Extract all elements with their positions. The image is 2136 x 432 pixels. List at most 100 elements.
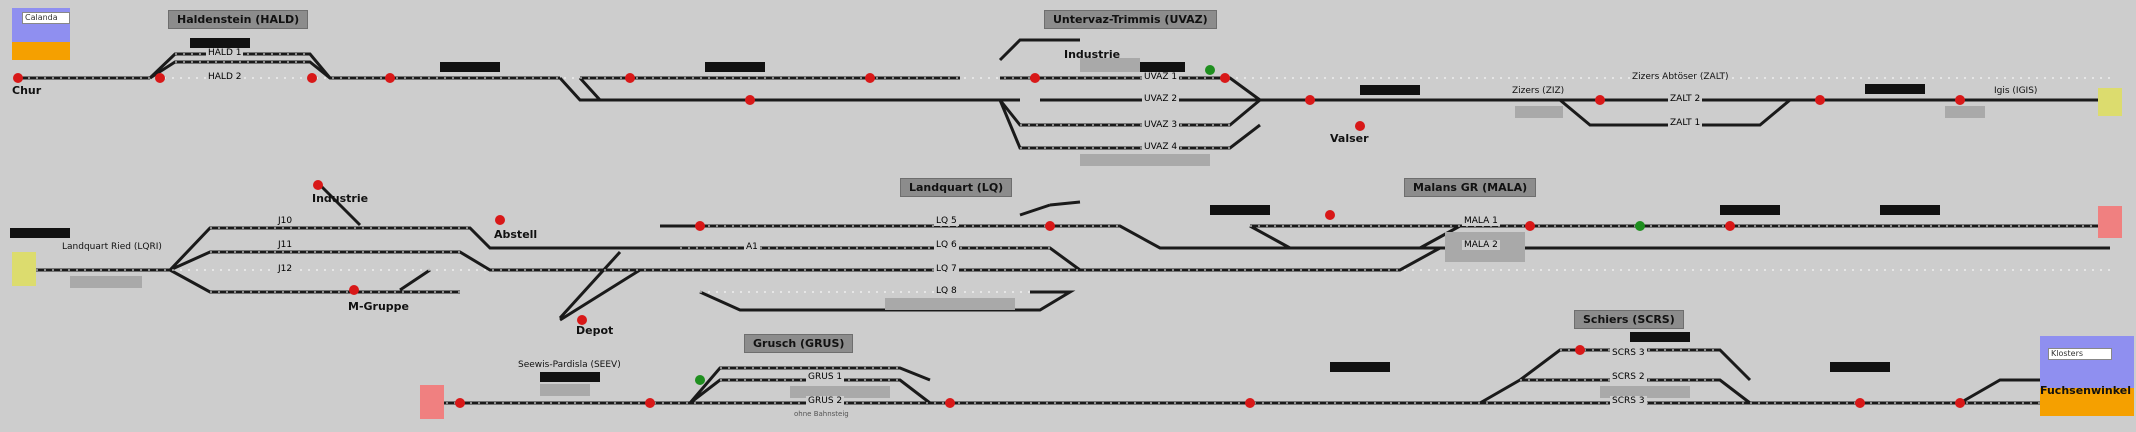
signal-red-icon [1525, 221, 1535, 231]
signal-red-icon [1030, 73, 1040, 83]
endpoint-igis [2098, 88, 2122, 116]
calanda-box: Calanda [12, 8, 70, 60]
calanda-label[interactable]: Calanda [22, 12, 70, 24]
endpoint-lqri [12, 252, 36, 286]
track-hald2: HALD 2 [206, 72, 244, 82]
label-ziz: Zizers (ZIZ) [1512, 86, 1565, 96]
label-ohne-bahnsteig: ohne Bahnsteig [794, 410, 849, 418]
signal-red-icon [1305, 95, 1315, 105]
signal-red-icon [385, 73, 395, 83]
signal-red-icon [577, 315, 587, 325]
signal-red-icon [1955, 95, 1965, 105]
axle-counter-block [1210, 205, 1270, 215]
signal-red-icon [1855, 398, 1865, 408]
track-mala2: MALA 2 [1462, 240, 1500, 250]
platform-uvaz [1080, 154, 1210, 166]
signal-red-icon [695, 221, 705, 231]
platform-seev [540, 384, 590, 396]
station-uvaz: Untervaz-Trimmis (UVAZ) [1044, 10, 1217, 29]
signal-group [13, 65, 1965, 408]
track-grus2: GRUS 2 [806, 396, 845, 406]
signal-red-icon [865, 73, 875, 83]
signal-red-icon [745, 95, 755, 105]
track-j11: J11 [276, 240, 295, 250]
station-mala: Malans GR (MALA) [1404, 178, 1537, 197]
platform-industrie [1080, 58, 1140, 72]
station-hald: Haldenstein (HALD) [168, 10, 309, 29]
axle-counter-block [1880, 205, 1940, 215]
station-grus: Grusch (GRUS) [744, 334, 854, 353]
axle-counter-block [440, 62, 500, 72]
signal-red-icon [1355, 121, 1365, 131]
signal-red-icon [155, 73, 165, 83]
track-j10: J10 [276, 216, 295, 226]
signal-red-icon [495, 215, 505, 225]
platform-grus [790, 386, 890, 398]
signal-red-icon [1955, 398, 1965, 408]
axle-counter-block [705, 62, 765, 72]
track-hald1: HALD 1 [206, 48, 244, 58]
axle-counter-block [1330, 362, 1390, 372]
track-lq5: LQ 5 [934, 216, 959, 226]
signal-red-icon [313, 180, 323, 190]
signal-red-icon [1595, 95, 1605, 105]
signal-green-icon [1205, 65, 1215, 75]
track-uvaz1: UVAZ 1 [1142, 72, 1180, 82]
axle-counter-block [1360, 85, 1420, 95]
platform-lq [885, 298, 1015, 310]
track-lq8: LQ 8 [934, 286, 959, 296]
axle-counter-block [1830, 362, 1890, 372]
track-scrs3b: SCRS 3 [1610, 396, 1647, 406]
signal-red-icon [945, 398, 955, 408]
endpoint-seev [420, 385, 444, 419]
place-depot: Depot [576, 324, 614, 337]
track-grus1: GRUS 1 [806, 372, 845, 382]
place-valser: Valser [1330, 132, 1369, 145]
place-fuchsenwinkel: Fuchsenwinkel [2040, 384, 2132, 397]
track-mala1: MALA 1 [1462, 216, 1500, 226]
klosters-label[interactable]: Klosters [2048, 348, 2112, 360]
axle-counter-block [1630, 332, 1690, 342]
place-industrie-1: Industrie [1064, 48, 1121, 61]
signal-red-icon [1045, 221, 1055, 231]
signal-red-icon [1575, 345, 1585, 355]
platform-lqri [70, 276, 142, 288]
label-seev: Seewis-Pardisla (SEEV) [518, 360, 621, 370]
label-igis: Igis (IGIS) [1994, 86, 2038, 96]
signal-red-icon [349, 285, 359, 295]
station-scrs: Schiers (SCRS) [1574, 310, 1684, 329]
track-scrs2: SCRS 2 [1610, 372, 1647, 382]
signal-red-icon [1815, 95, 1825, 105]
label-zalt: Zizers Abtöser (ZALT) [1632, 72, 1729, 82]
platform-igis [1945, 106, 1985, 118]
klosters-box: Klosters [2040, 336, 2134, 416]
endpoint-mala [2098, 206, 2122, 238]
track-lq6: LQ 6 [934, 240, 959, 250]
signal-red-icon [645, 398, 655, 408]
label-lqri: Landquart Ried (LQRI) [62, 242, 162, 252]
signal-red-icon [307, 73, 317, 83]
axle-counter-block [1865, 84, 1925, 94]
track-uvaz2: UVAZ 2 [1142, 94, 1180, 104]
place-industrie-2: Industrie [312, 192, 369, 205]
track-a1: A1 [744, 242, 760, 252]
row1-main-track [20, 60, 2110, 102]
station-lq: Landquart (LQ) [900, 178, 1013, 197]
signal-red-icon [13, 73, 23, 83]
signal-green-icon [1635, 221, 1645, 231]
signal-red-icon [1725, 221, 1735, 231]
axle-counter-block [540, 372, 600, 382]
signal-red-icon [625, 73, 635, 83]
track-scrs3a: SCRS 3 [1610, 348, 1647, 358]
track-j12: J12 [276, 264, 295, 274]
row3-tracks [430, 366, 2060, 405]
signal-red-icon [1325, 210, 1335, 220]
place-chur: Chur [12, 84, 42, 97]
track-uvaz3: UVAZ 3 [1142, 120, 1180, 130]
signal-green-icon [695, 375, 705, 385]
track-uvaz4: UVAZ 4 [1142, 142, 1180, 152]
platform-ziz [1515, 106, 1563, 118]
axle-counter-block [10, 228, 70, 238]
signal-red-icon [455, 398, 465, 408]
